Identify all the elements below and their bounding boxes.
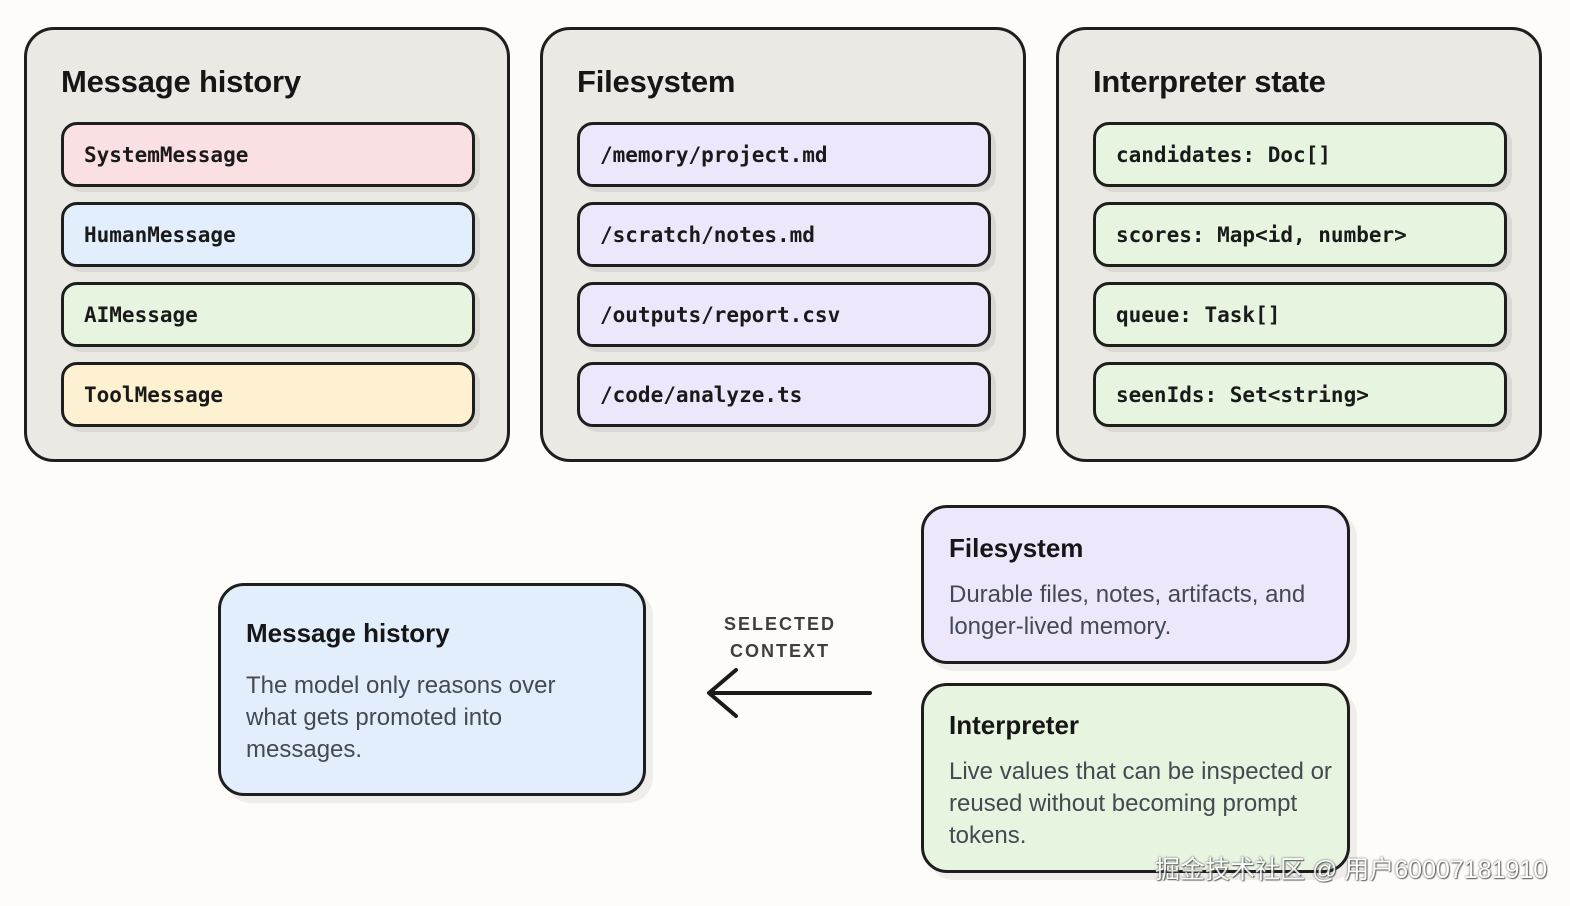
file-chip: /scratch/notes.md: [577, 202, 991, 267]
interpreter-card: Interpreter Live values that can be insp…: [921, 683, 1350, 873]
variable-chip: candidates: Doc[]: [1093, 122, 1507, 187]
tool-message-chip: ToolMessage: [61, 362, 475, 427]
connector-label-line: SELECTED: [723, 614, 836, 634]
message-history-panel: Message history SystemMessage HumanMessa…: [24, 27, 510, 462]
card-description: Durable files, notes, artifacts, and lon…: [949, 581, 1306, 640]
panel-title: Interpreter state: [1093, 64, 1326, 99]
panel-title: Message history: [61, 64, 301, 99]
file-chip: /outputs/report.csv: [577, 282, 991, 347]
arrow-left-icon: [707, 668, 872, 718]
watermark: 掘金技术社区 @ 用户60007181910: [1155, 856, 1548, 884]
file-chip: /memory/project.md: [577, 122, 991, 187]
interpreter-state-panel: Interpreter state candidates: Doc[] scor…: [1056, 27, 1542, 462]
message-history-card: Message history The model only reasons o…: [218, 583, 646, 796]
file-chip: /code/analyze.ts: [577, 362, 991, 427]
variable-chip: scores: Map<id, number>: [1093, 202, 1507, 267]
card-description: Live values that can be inspected or reu…: [949, 758, 1332, 849]
filesystem-panel: Filesystem /memory/project.md /scratch/n…: [540, 27, 1026, 462]
card-title: Filesystem: [949, 533, 1084, 563]
ai-message-chip: AIMessage: [61, 282, 475, 347]
variable-chip: seenIds: Set<string>: [1093, 362, 1507, 427]
human-message-chip: HumanMessage: [61, 202, 475, 267]
panel-title: Filesystem: [577, 64, 736, 99]
card-title: Message history: [246, 618, 450, 648]
card-title: Interpreter: [949, 710, 1080, 740]
card-description: The model only reasons over what gets pr…: [246, 672, 556, 763]
selected-context-label: SELECTED CONTEXT: [705, 611, 855, 665]
variable-chip: queue: Task[]: [1093, 282, 1507, 347]
connector-label-line: CONTEXT: [729, 641, 830, 661]
filesystem-card: Filesystem Durable files, notes, artifac…: [921, 505, 1350, 664]
system-message-chip: SystemMessage: [61, 122, 475, 187]
